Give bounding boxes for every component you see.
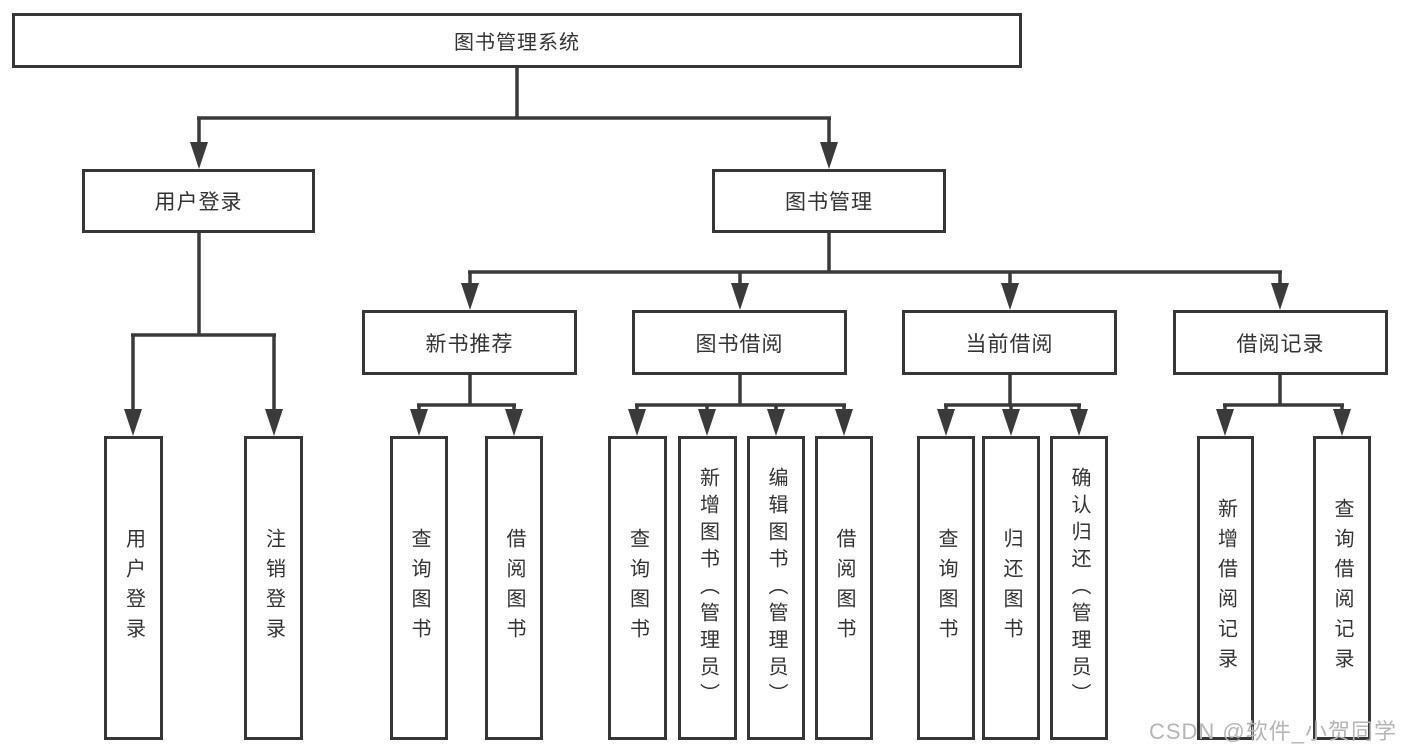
leaf-borrow-books-recommend-label: 借阅图书 [503,528,525,648]
leaf-return-books-label: 归还图书 [1000,528,1022,648]
leaf-query-books-current-label: 查询图书 [935,528,957,648]
node-borrow-records-label: 借阅记录 [1236,332,1325,356]
leaf-borrow-books-borrow-label: 借阅图书 [833,528,855,648]
leaf-user-login-label: 用户登录 [122,528,145,648]
connector-borrow-branch [635,375,846,414]
csdn-watermark: CSDN @软件_小贺同学 [1148,719,1397,744]
node-book-borrow: 图书借阅 [632,310,847,375]
node-user-login-branch: 用户登录 [82,169,315,233]
node-new-book-recommend: 新书推荐 [362,310,577,375]
leaf-add-borrow-record-label: 新增借阅记录 [1214,498,1237,678]
node-borrow-records: 借阅记录 [1173,310,1388,375]
leaf-query-books-borrow: 查询图书 [608,436,667,740]
leaf-query-books-borrow-label: 查询图书 [626,528,649,648]
leaf-confirm-return-admin-label: 确认归还（管理员） [1068,466,1090,710]
node-root-system: 图书管理系统 [12,13,1022,68]
node-root-label: 图书管理系统 [454,32,580,54]
arrowheads [124,142,1351,436]
leaf-query-borrow-record-label: 查询借阅记录 [1331,498,1353,678]
leaf-logout-label: 注销登录 [262,528,285,648]
node-new-book-recommend-label: 新书推荐 [425,332,514,356]
leaf-edit-book-admin: 编辑图书（管理员） [747,436,805,740]
leaf-add-book-admin: 新增图书（管理员） [678,436,737,740]
leaf-query-borrow-record: 查询借阅记录 [1313,436,1371,740]
leaf-add-borrow-record: 新增借阅记录 [1197,436,1254,740]
connector-root-to-level2 [197,68,831,146]
node-current-borrow: 当前借阅 [902,310,1117,375]
leaf-confirm-return-admin: 确认归还（管理员） [1050,436,1108,740]
node-user-login-branch-label: 用户登录 [154,191,243,214]
connector-new-book-branch [417,375,516,414]
node-current-borrow-label: 当前借阅 [965,332,1054,356]
leaf-edit-book-admin-label: 编辑图书（管理员） [765,466,787,710]
leaf-logout: 注销登录 [244,436,303,740]
leaf-query-books-current: 查询图书 [917,436,975,740]
connector-user-login-branch [131,233,276,412]
leaf-query-books-recommend-label: 查询图书 [408,528,430,648]
connector-records-branch [1223,375,1344,414]
leaf-borrow-books-recommend: 借阅图书 [485,436,543,740]
node-book-management-label: 图书管理 [785,191,873,214]
connector-current-branch [944,375,1081,414]
leaf-user-login: 用户登录 [104,436,163,740]
node-book-management: 图书管理 [712,169,946,233]
node-book-borrow-label: 图书借阅 [695,332,784,356]
connector-book-mgmt-branch [468,233,1282,286]
leaf-add-book-admin-label: 新增图书（管理员） [696,466,719,710]
leaf-query-books-recommend: 查询图书 [390,436,448,740]
leaf-borrow-books-borrow: 借阅图书 [815,436,873,740]
leaf-return-books: 归还图书 [982,436,1040,740]
